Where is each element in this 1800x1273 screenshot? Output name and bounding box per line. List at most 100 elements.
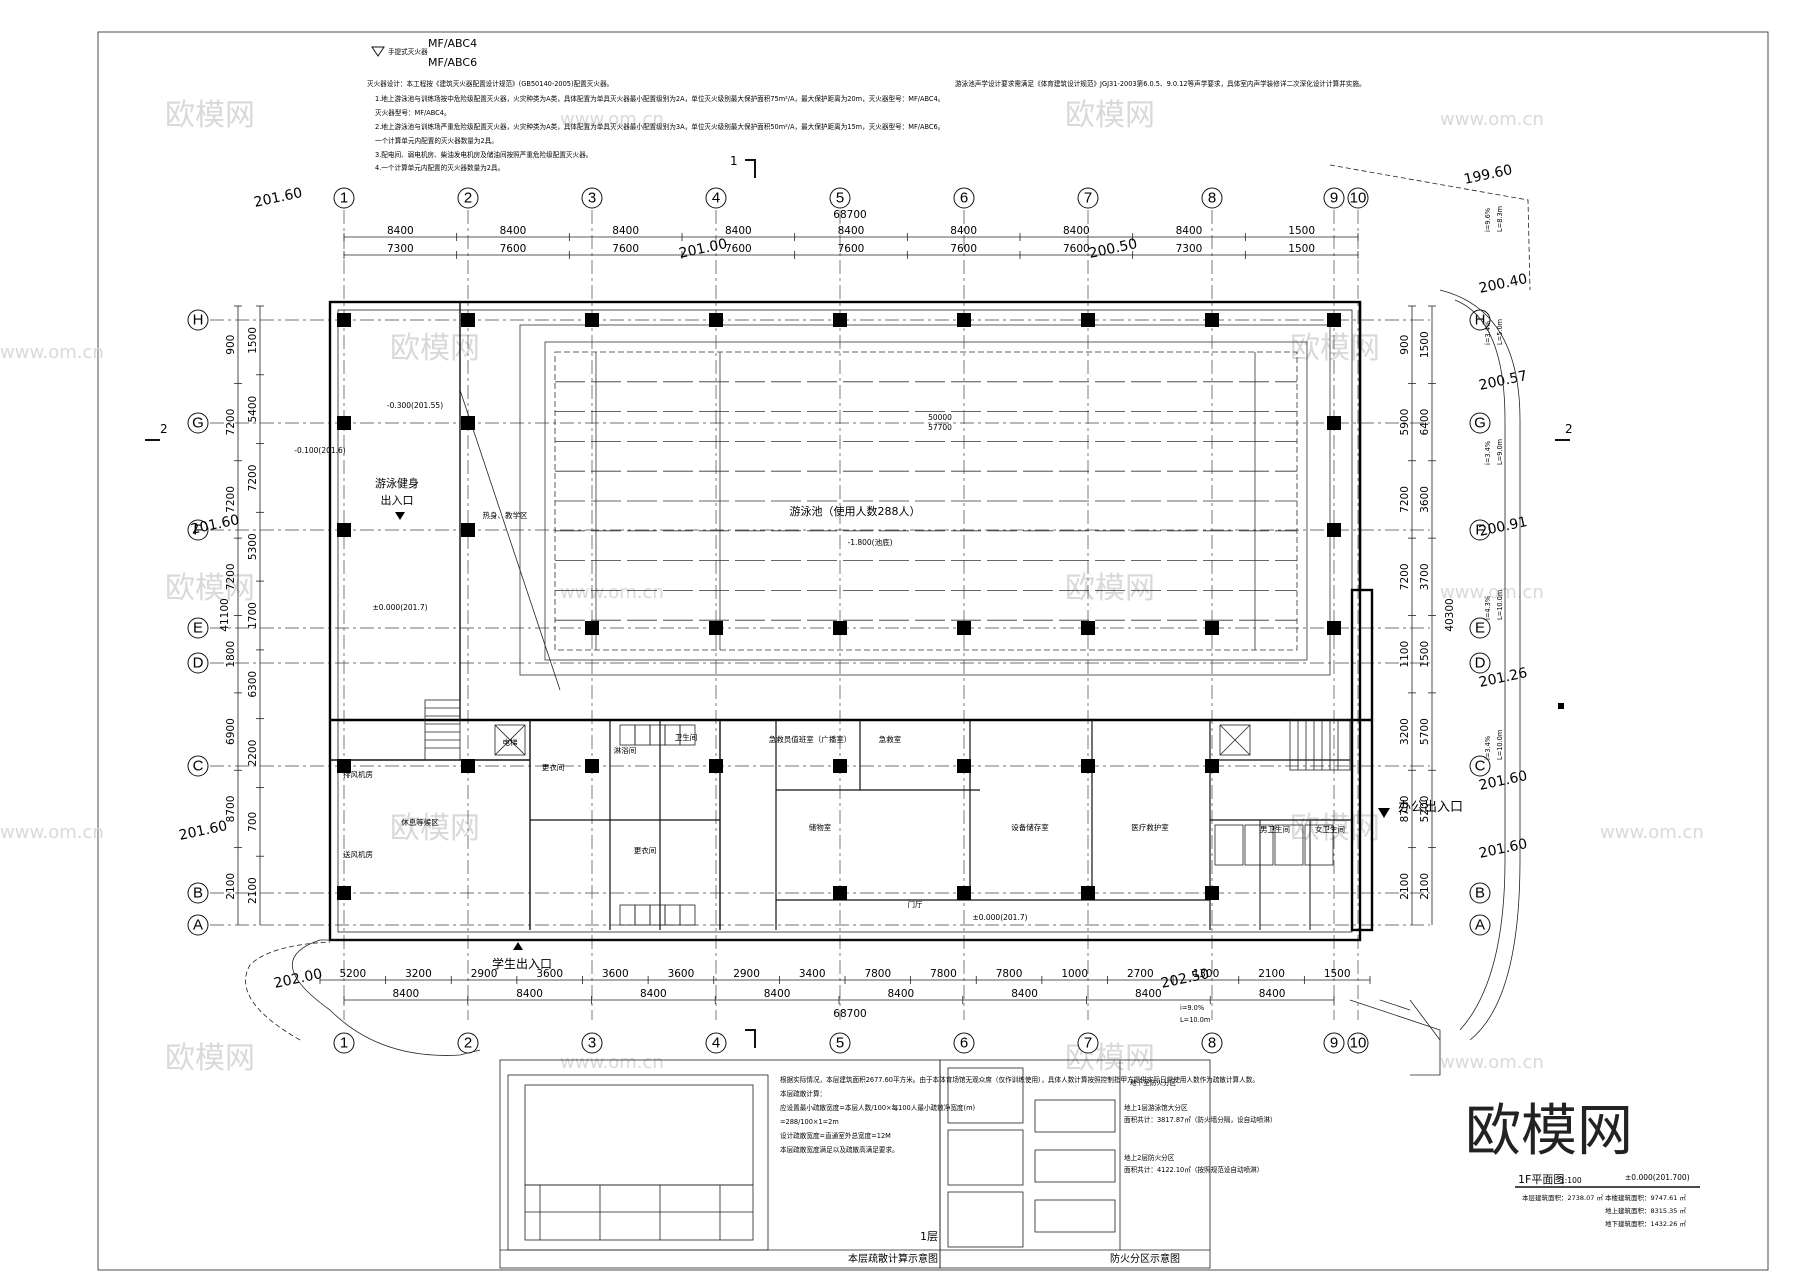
section-mark-2-right: 2 bbox=[1565, 422, 1573, 436]
watermark-site: www.om.cn bbox=[560, 582, 664, 603]
dimension-value: 5300 bbox=[247, 533, 259, 560]
grid-bubble-label: D bbox=[193, 655, 204, 672]
dimension-value: 1700 bbox=[247, 602, 259, 629]
section-mark-2: 2 bbox=[160, 422, 168, 436]
pool-outer bbox=[519, 324, 1331, 676]
grid-bubble-column bbox=[333, 1032, 355, 1054]
pool-depth: -1.800(池底) bbox=[847, 537, 892, 547]
grid-bubble-column bbox=[1323, 1032, 1345, 1054]
dimension-value: 900 bbox=[1399, 335, 1411, 355]
grid-bubble-label: F bbox=[1475, 522, 1484, 539]
evac-note: 设计疏散宽度=直通室外总宽度=12M bbox=[780, 1131, 891, 1140]
evac-note: 根据实际情况，本层建筑面积2677.60平方米。由于本体育场馆无观众席（仅作训练… bbox=[780, 1075, 1259, 1084]
title-block: 根据实际情况，本层建筑面积2677.60平方米。由于本体育场馆无观众席（仅作训练… bbox=[499, 1059, 1700, 1269]
grid-bubble-row bbox=[187, 882, 209, 904]
evac-note: 应设置最小疏散宽度=本层人数/100×每100人最小疏散净宽度(m) bbox=[780, 1103, 975, 1112]
grid-bubble-label: 7 bbox=[1084, 190, 1092, 207]
structural-column bbox=[1205, 759, 1219, 773]
dimension-value: 1500 bbox=[1419, 641, 1431, 668]
elevation-mark: 200.91 bbox=[1478, 514, 1529, 540]
watermark-site: www.om.cn bbox=[1440, 109, 1544, 130]
dimension-value: 8400 bbox=[1259, 988, 1286, 1000]
dimension-value: 8400 bbox=[1011, 988, 1038, 1000]
elevation-minus: -0.300(201.55) bbox=[387, 401, 443, 410]
area-line: 地上建筑面积：8315.35 ㎡ bbox=[1605, 1206, 1686, 1215]
dimension-total: 68700 bbox=[833, 1008, 866, 1020]
dimension-value: 1800 bbox=[225, 641, 237, 668]
dimension-value: 2100 bbox=[1419, 873, 1431, 900]
slope-mark: L=9.0m bbox=[1496, 439, 1504, 465]
dimension-value: 5700 bbox=[1419, 718, 1431, 745]
dimension-value: 8400 bbox=[387, 225, 414, 237]
grid-bubble-column bbox=[829, 1032, 851, 1054]
evac-caption: 本层疏散计算示意图 bbox=[848, 1252, 938, 1265]
grid-bubble-label: 8 bbox=[1208, 1035, 1216, 1052]
elevation-mark: 200.57 bbox=[1478, 368, 1529, 394]
sheet-border bbox=[97, 31, 1769, 1271]
dimension-value: 1500 bbox=[1288, 243, 1315, 255]
dimension-value: 3200 bbox=[405, 968, 432, 980]
section-marks: 1 2 2 bbox=[145, 154, 1573, 1048]
grid-bubble-label: A bbox=[193, 917, 203, 934]
grid-bubble-row bbox=[1469, 914, 1491, 936]
fire-zone-note: 地上1层游泳馆大分区 bbox=[1124, 1103, 1188, 1112]
grid-bubble-label: 5 bbox=[836, 190, 844, 207]
dimension-value: 2100 bbox=[225, 873, 237, 900]
toilet-stall bbox=[619, 904, 636, 926]
dimension-value: 1300 bbox=[1193, 968, 1220, 980]
grid-bubble-label: 2 bbox=[464, 190, 472, 207]
extinguisher-type: MF/ABC6 bbox=[428, 56, 477, 69]
dimension-value: 3600 bbox=[602, 968, 629, 980]
dimension-value: 7200 bbox=[225, 563, 237, 590]
dimension-value: 5400 bbox=[247, 396, 259, 423]
structural-column bbox=[1327, 523, 1341, 537]
pool-basin bbox=[544, 341, 1308, 661]
fire-zone-note: 面积共计：3817.87㎡（防火墙分隔，设自动喷淋） bbox=[1124, 1115, 1277, 1124]
dimension-value: 8400 bbox=[1135, 988, 1162, 1000]
fire-caption: 防火分区示意图 bbox=[1110, 1252, 1180, 1265]
grid-bubble-label: 10 bbox=[1350, 190, 1367, 207]
slope-mark: i=4.3% bbox=[1484, 596, 1492, 620]
toilet-stall bbox=[634, 724, 651, 746]
room-fan: 排风机房 bbox=[343, 769, 373, 779]
brand-logo-text: 欧模网 bbox=[1465, 1099, 1633, 1164]
toilet-stall bbox=[679, 904, 696, 926]
slope-mark: i=9.6% bbox=[1484, 208, 1492, 232]
pool-outer-length: 57700 bbox=[928, 423, 952, 432]
fire-note: 2.地上游泳池与训练场严重危险级配置灭火器，火灾种类为A类，具体配置为单具灭火器… bbox=[375, 122, 944, 131]
grid-bubble-label: 6 bbox=[960, 1035, 968, 1052]
dimension-value: 7800 bbox=[930, 968, 957, 980]
grid-bubble-row bbox=[1469, 519, 1491, 541]
watermark-text: 欧模网 bbox=[390, 331, 480, 366]
grid-bubble-label: 4 bbox=[712, 190, 720, 207]
elevation-mark: 201.60 bbox=[253, 185, 304, 211]
area-line: 本层建筑面积：2738.07 ㎡ bbox=[1522, 1193, 1603, 1202]
grid-bubble-row bbox=[1469, 652, 1491, 674]
grid-bubble-column bbox=[1077, 187, 1099, 209]
grid-bubble-column bbox=[705, 1032, 727, 1054]
site-elevations: 201.60 201.00 200.50 199.60 200.40 200.5… bbox=[178, 162, 1529, 1024]
grid-bubble-label: G bbox=[192, 415, 204, 432]
fire-zone-note: 面积共计：4122.10㎡（按照规范设自动喷淋） bbox=[1124, 1165, 1263, 1174]
structural-column bbox=[957, 759, 971, 773]
slope-mark: L=10.0m bbox=[1496, 730, 1504, 760]
structural-column bbox=[585, 313, 599, 327]
dimension-value: 8400 bbox=[950, 225, 977, 237]
elevation-mark: 201.00 bbox=[678, 236, 729, 262]
dimension-value: 7200 bbox=[1399, 563, 1411, 590]
grid-lines bbox=[210, 210, 1430, 1020]
dimension-value: 3400 bbox=[799, 968, 826, 980]
dimension-value: 8700 bbox=[1399, 796, 1411, 823]
structural-column bbox=[461, 759, 475, 773]
dimension-value: 7800 bbox=[864, 968, 891, 980]
swim-entrance-label: 游泳健身 bbox=[375, 476, 419, 490]
room-locker-2: 更衣间 bbox=[634, 845, 657, 855]
elevation-mark: 199.60 bbox=[1463, 162, 1514, 188]
structural-column bbox=[957, 313, 971, 327]
pool-length: 50000 bbox=[928, 413, 952, 422]
elevation-mark: 202.50 bbox=[1160, 966, 1211, 992]
grid-bubble-row bbox=[1469, 755, 1491, 777]
dimension-value: 2100 bbox=[1399, 873, 1411, 900]
